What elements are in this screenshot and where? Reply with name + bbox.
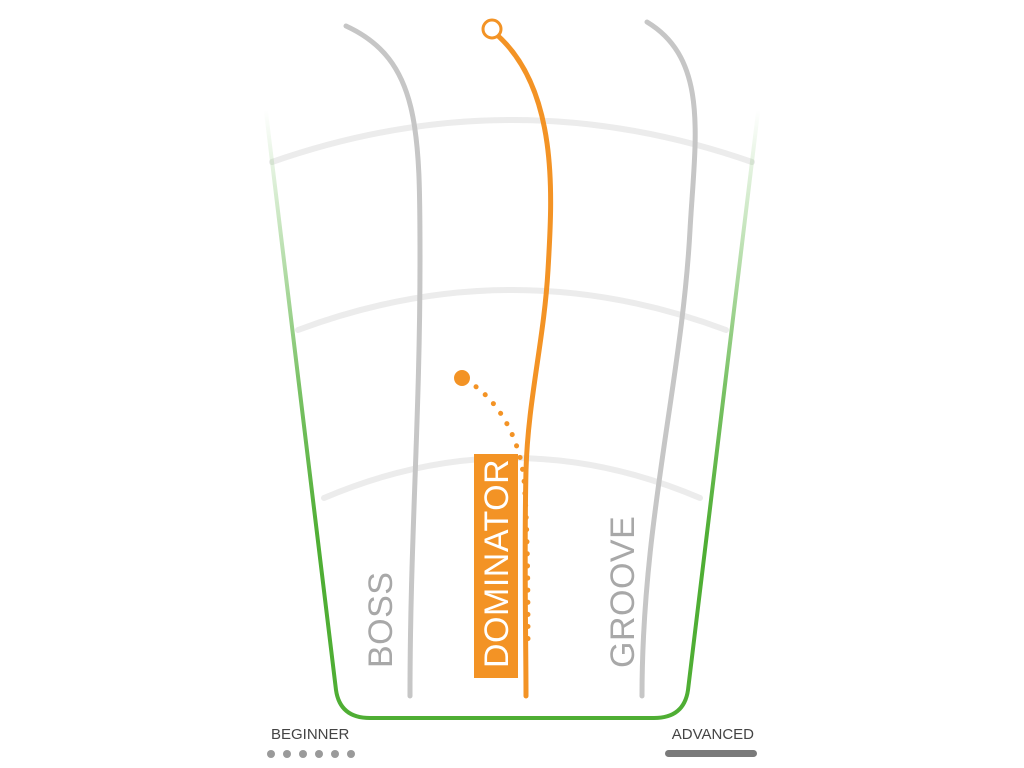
beginner-dot bbox=[315, 750, 323, 758]
groove-label: GROOVE bbox=[604, 516, 642, 668]
hollow-circle-marker-icon bbox=[481, 18, 503, 40]
dominator-dotted-trajectory bbox=[463, 377, 531, 653]
dominator-path-line bbox=[493, 31, 554, 699]
advanced-bar bbox=[665, 750, 757, 757]
beginner-dot bbox=[331, 750, 339, 758]
funnel-outline bbox=[264, 110, 760, 720]
filled-circle-marker-icon bbox=[454, 370, 470, 386]
groove-path-line bbox=[639, 19, 698, 699]
boss-label: BOSS bbox=[362, 572, 400, 668]
beginner-dots bbox=[267, 750, 355, 758]
beginner-dot bbox=[267, 750, 275, 758]
terrain-ring-middle bbox=[295, 287, 729, 333]
beginner-dot bbox=[299, 750, 307, 758]
beginner-dot bbox=[283, 750, 291, 758]
beginner-dot bbox=[347, 750, 355, 758]
beginner-label: BEGINNER bbox=[271, 726, 350, 743]
terrain-ring-top bbox=[269, 117, 755, 165]
dominator-label: DOMINATOR bbox=[478, 459, 516, 668]
dominator-label-box bbox=[474, 454, 518, 678]
terrain-rings bbox=[269, 117, 755, 501]
boss-path-line bbox=[343, 23, 423, 699]
advanced-label: ADVANCED bbox=[672, 726, 754, 743]
